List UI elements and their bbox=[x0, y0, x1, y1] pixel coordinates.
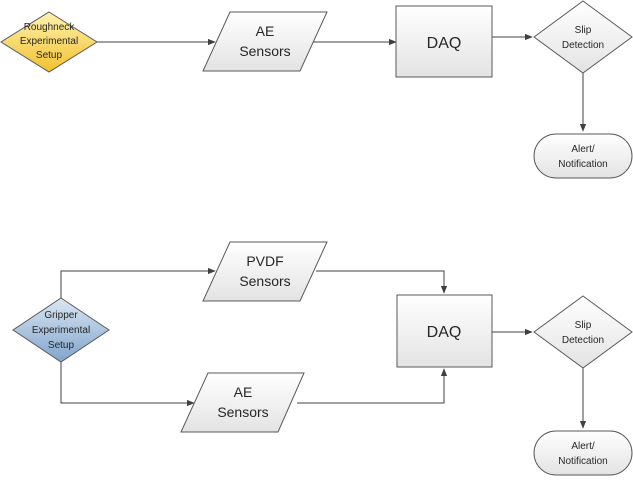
roughneck-label-line3: Setup bbox=[36, 50, 63, 61]
edge-ae-to-daq-2 bbox=[297, 368, 448, 404]
edge-pvdf-to-daq bbox=[316, 270, 448, 294]
slip-1-line1: Slip bbox=[575, 25, 592, 36]
daq-1-label: DAQ bbox=[427, 35, 462, 52]
gripper-label-line3: Setup bbox=[48, 340, 75, 351]
ae-sensors-1-line1: AE bbox=[256, 23, 275, 39]
edge-gripper-to-ae bbox=[60, 362, 195, 407]
pvdf-line1: PVDF bbox=[246, 253, 283, 269]
gripper-setup-node: Gripper Experimental Setup bbox=[12, 297, 110, 363]
gripper-label-line1: Gripper bbox=[44, 310, 78, 321]
slip-1-line2: Detection bbox=[562, 40, 604, 51]
alert-notification-node-1: Alert/ Notification bbox=[533, 133, 633, 179]
alert-1-line2: Notification bbox=[558, 159, 607, 170]
alert-1-line1: Alert/ bbox=[571, 144, 595, 155]
slip-2-line2: Detection bbox=[562, 335, 604, 346]
roughneck-setup-node: Roughneck Experimental Setup bbox=[0, 11, 98, 73]
slip-2-line1: Slip bbox=[575, 320, 592, 331]
daq-2-label: DAQ bbox=[427, 324, 462, 341]
roughneck-label-line2: Experimental bbox=[20, 36, 78, 47]
alert-2-line1: Alert/ bbox=[571, 441, 595, 452]
gripper-label-line2: Experimental bbox=[32, 325, 90, 336]
flow-2: Gripper Experimental Setup PVDF Sensors … bbox=[12, 241, 633, 476]
daq-node-2: DAQ bbox=[396, 294, 493, 368]
daq-node-1: DAQ bbox=[395, 5, 493, 78]
ae-sensors-2-line2: Sensors bbox=[217, 404, 268, 420]
alert-2-line2: Notification bbox=[558, 456, 607, 467]
edge-gripper-to-pvdf bbox=[60, 267, 216, 298]
flow-1: Roughneck Experimental Setup AE Sensors … bbox=[0, 0, 633, 179]
ae-sensors-1-line2: Sensors bbox=[239, 43, 290, 59]
pvdf-line2: Sensors bbox=[239, 273, 290, 289]
ae-sensors-node-1: AE Sensors bbox=[202, 11, 328, 72]
pvdf-sensors-node: PVDF Sensors bbox=[202, 241, 328, 302]
slip-detection-node-2: Slip Detection bbox=[533, 295, 633, 369]
roughneck-label-line1: Roughneck bbox=[24, 22, 76, 33]
ae-sensors-2-line1: AE bbox=[234, 384, 253, 400]
ae-sensors-node-2: AE Sensors bbox=[180, 372, 305, 433]
alert-notification-node-2: Alert/ Notification bbox=[533, 430, 633, 476]
slip-detection-node-1: Slip Detection bbox=[533, 0, 633, 74]
